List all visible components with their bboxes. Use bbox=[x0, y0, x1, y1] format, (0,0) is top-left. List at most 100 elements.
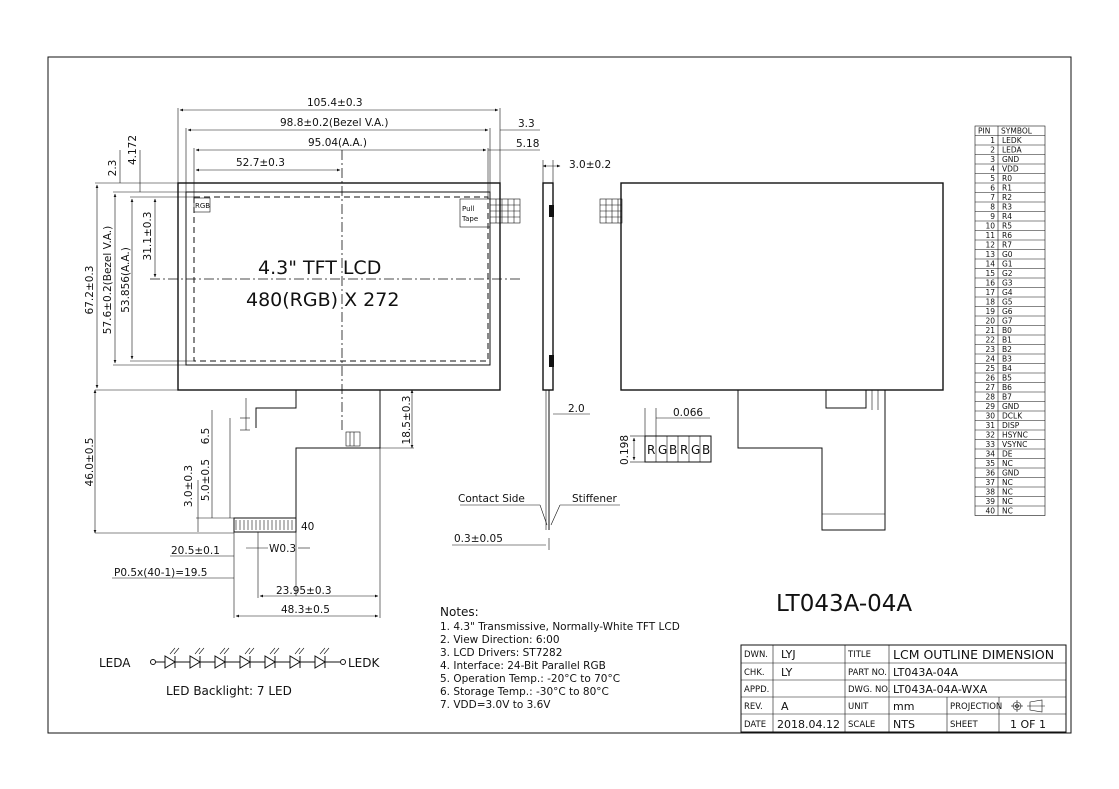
dim-center-y: 31.1±0.3 bbox=[142, 212, 154, 261]
led-diode-symbol bbox=[314, 655, 326, 669]
dim-right-offset-1: 3.3 bbox=[518, 118, 535, 130]
rgb-mark: RGB bbox=[195, 202, 210, 210]
title-label: TITLE bbox=[847, 650, 871, 660]
pin-symbol: R3 bbox=[1002, 203, 1012, 212]
note-item: 3. LCD Drivers: ST7282 bbox=[440, 647, 562, 659]
pin-number: 40 bbox=[985, 507, 995, 516]
pin-number: 30 bbox=[985, 412, 995, 421]
pin-symbol: DE bbox=[1002, 450, 1013, 459]
dim-fpc-4: 18.5±0.3 bbox=[401, 396, 413, 445]
pin-number: 18 bbox=[985, 298, 995, 307]
pin-number: 36 bbox=[985, 469, 995, 478]
led-emission-arrows bbox=[169, 647, 330, 655]
note-item: 6. Storage Temp.: -30°C to 80°C bbox=[440, 686, 609, 698]
pin-number: 22 bbox=[985, 336, 995, 345]
bezel-area bbox=[185, 191, 491, 366]
note-item: 7. VDD=3.0V to 3.6V bbox=[440, 699, 551, 711]
pin-number: 7 bbox=[990, 193, 995, 202]
pin-symbol: R4 bbox=[1002, 212, 1012, 221]
side-view bbox=[452, 160, 620, 550]
pin-number: 20 bbox=[985, 317, 995, 326]
pin-number: 3 bbox=[990, 155, 995, 164]
pin-table-header: PIN bbox=[978, 127, 990, 136]
dim-fpc-2: 5.0±0.5 bbox=[200, 459, 212, 501]
projection-label: PROJECTION bbox=[950, 702, 1002, 712]
pin-symbol: NC bbox=[1002, 478, 1013, 487]
pin-number: 4 bbox=[990, 165, 995, 174]
contact-side-label: Contact Side bbox=[458, 493, 525, 505]
stiffener-label: Stiffener bbox=[572, 493, 618, 505]
front-view: RGB Pull Tape 4.3" TFT LCD 480(RGB) X 27… bbox=[150, 150, 521, 533]
led-diode-symbol bbox=[264, 655, 276, 669]
dim-fpc-3: 3.0±0.3 bbox=[183, 465, 195, 507]
rgb-mark-box bbox=[193, 197, 211, 213]
title-block bbox=[740, 644, 1067, 733]
pin-symbol: G2 bbox=[1002, 269, 1013, 278]
pin-number: 34 bbox=[985, 450, 995, 459]
pin-symbol: VDD bbox=[1002, 165, 1019, 174]
pin-number: 28 bbox=[985, 393, 995, 402]
pin-symbol: NC bbox=[1002, 497, 1013, 506]
led-diode-symbol bbox=[214, 655, 226, 669]
chk-label: CHK. bbox=[744, 668, 765, 678]
dim-fpc-5: 23.95±0.3 bbox=[276, 585, 332, 597]
pin-symbol: R2 bbox=[1002, 193, 1012, 202]
backlight-label: LED Backlight: 7 LED bbox=[166, 684, 292, 698]
pin-symbol: G0 bbox=[1002, 250, 1013, 259]
pin-symbol: B2 bbox=[1002, 345, 1012, 354]
pin-symbol: G3 bbox=[1002, 279, 1013, 288]
pixel-cell-3: B bbox=[669, 443, 677, 457]
unit-label: UNIT bbox=[848, 702, 869, 712]
dim-overall-width: 105.4±0.3 bbox=[307, 97, 363, 109]
dim-aa-width: 95.04(A.A.) bbox=[308, 137, 367, 149]
dwn-value: LYJ bbox=[781, 648, 796, 661]
pin-symbol: LEDA bbox=[1002, 146, 1023, 155]
rev-value: A bbox=[781, 700, 789, 713]
pin-symbol: NC bbox=[1002, 507, 1013, 516]
pin-number: 29 bbox=[985, 402, 995, 411]
pin-number: 14 bbox=[985, 260, 995, 269]
pin-symbol: NC bbox=[1002, 459, 1013, 468]
pin-table-border bbox=[974, 125, 1046, 516]
pin-symbol: GND bbox=[1002, 402, 1019, 411]
notes-block: Notes: 1. 4.3" Transmissive, Normally-Wh… bbox=[440, 605, 680, 711]
pin-number: 32 bbox=[985, 431, 995, 440]
rev-label: REV. bbox=[744, 702, 763, 712]
dim-pixel-width: 0.066 bbox=[673, 407, 703, 419]
date-value: 2018.04.12 bbox=[777, 718, 840, 731]
pin-number: 35 bbox=[985, 459, 995, 468]
fpc-contacts bbox=[235, 520, 293, 530]
pixel-cell-2: G bbox=[658, 443, 667, 457]
note-item: 4. Interface: 24-Bit Parallel RGB bbox=[440, 660, 606, 672]
pin-count-label: 40 bbox=[301, 521, 314, 533]
dim-fpc-width: 48.3±0.5 bbox=[281, 604, 330, 616]
pin-number: 2 bbox=[990, 146, 995, 155]
led-diode-symbol bbox=[164, 655, 176, 669]
dwg-label: DWG. NO. bbox=[848, 685, 890, 695]
left-dimensions bbox=[93, 150, 234, 534]
dim-aa-height: 53.856(A.A.) bbox=[120, 247, 132, 313]
dim-center-x: 52.7±0.3 bbox=[236, 157, 285, 169]
pin-number: 9 bbox=[990, 212, 995, 221]
pin-number: 19 bbox=[985, 307, 995, 316]
pin-number: 31 bbox=[985, 421, 995, 430]
outline-frame bbox=[177, 182, 501, 391]
pin-number: 26 bbox=[985, 374, 995, 383]
dim-overall-height: 67.2±0.3 bbox=[84, 266, 96, 315]
sheet-label: SHEET bbox=[950, 720, 979, 730]
pin-number: 11 bbox=[985, 231, 995, 240]
pin-number: 17 bbox=[985, 288, 995, 297]
date-label: DATE bbox=[744, 720, 766, 730]
part-label: PART NO. bbox=[848, 668, 887, 678]
pin-symbol: R5 bbox=[1002, 222, 1012, 231]
pull-tape-label-2: Tape bbox=[461, 215, 478, 223]
pin-symbol: B4 bbox=[1002, 364, 1012, 373]
led-diode-symbol bbox=[289, 655, 301, 669]
title-value: LCM OUTLINE DIMENSION bbox=[893, 647, 1054, 662]
appd-label: APPD. bbox=[744, 685, 769, 695]
pin-symbol: VSYNC bbox=[1002, 440, 1027, 449]
pin-symbol: LEDK bbox=[1002, 136, 1023, 145]
pin-number: 5 bbox=[990, 174, 995, 183]
pin-number: 23 bbox=[985, 345, 995, 354]
